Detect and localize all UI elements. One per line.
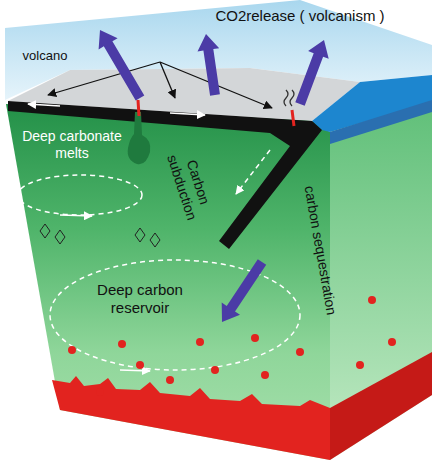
core-front [52,376,330,460]
smoke [284,90,288,106]
ejecta-arrow [48,62,160,95]
flow-arrow [120,370,150,371]
flow-arrow [60,215,92,216]
carbon-flux-arrow [295,40,328,106]
vent [292,110,294,126]
diamond-symbol [55,230,65,244]
co2-arrows [99,30,329,322]
region-label: Deep carbonate melts [10,128,134,162]
plate-motion-arrow [28,104,60,106]
vent [138,100,139,116]
magma-plume [128,112,151,164]
region-label: Deep carbon reservoir [90,281,190,317]
smoke [290,90,294,106]
core-side [330,352,432,460]
carbon-flux-arrow [222,259,267,322]
lithosphere-slab [8,101,322,249]
carbon-flux-arrow [99,30,145,101]
diamond-symbol [135,228,145,242]
feature-label: volcano [23,48,68,64]
plate-motion-arrow [170,113,205,115]
ocean-side [330,100,432,144]
diamond-symbol [40,224,50,238]
convection-loop [50,260,300,370]
mantle-side [330,100,432,460]
mantle-front [6,104,330,460]
convection-loop [18,175,142,215]
carbon-flux-arrow [198,34,220,96]
diamond-symbol [150,233,160,247]
process-label: carbon sequestration [300,184,339,316]
flux-heading: CO2release ( volcanism ) [215,7,384,25]
process-label: Carbon subduction [161,140,219,230]
slab-flow [236,150,270,194]
